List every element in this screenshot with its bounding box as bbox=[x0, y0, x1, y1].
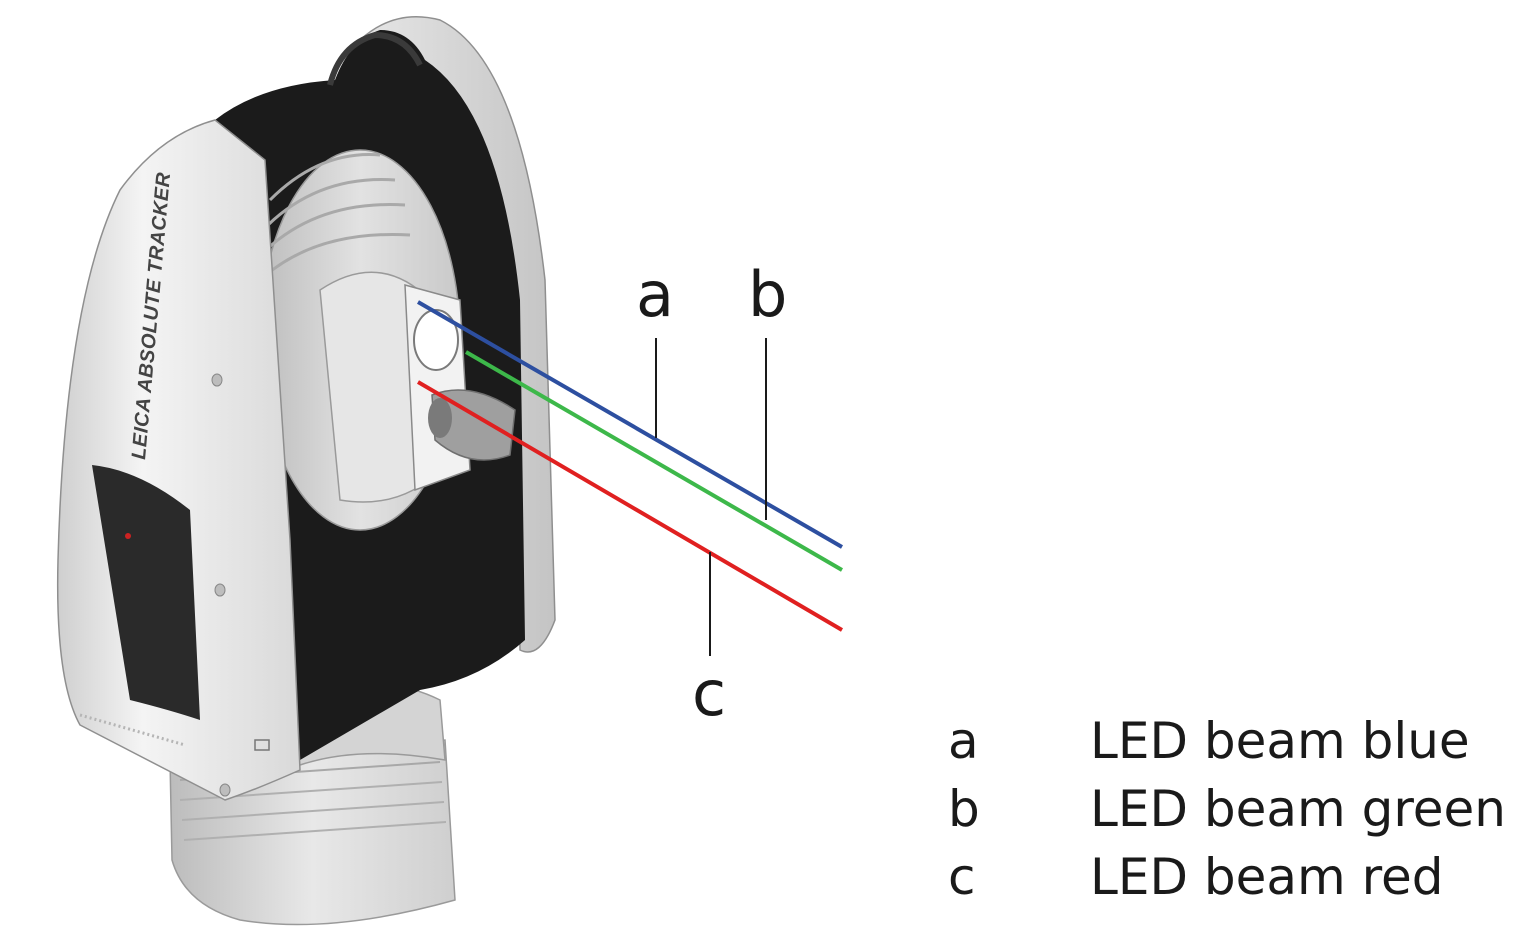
callout-leaders bbox=[655, 338, 767, 656]
legend-key: a bbox=[948, 712, 979, 770]
legend-key: b bbox=[948, 780, 980, 838]
legend: a LED beam blue b LED beam green c LED b… bbox=[948, 712, 1506, 916]
telescope-drum bbox=[259, 149, 516, 531]
legend-row: b LED beam green bbox=[948, 780, 1506, 848]
callout-a: a bbox=[636, 258, 674, 331]
callout-c: c bbox=[692, 657, 726, 730]
led-beams bbox=[416, 300, 844, 632]
beam-red-line bbox=[416, 380, 844, 632]
beam-blue-line bbox=[416, 300, 844, 549]
legend-row: a LED beam blue bbox=[948, 712, 1506, 780]
legend-key: c bbox=[948, 848, 976, 906]
legend-label: LED beam blue bbox=[1090, 712, 1470, 770]
callout-b: b bbox=[748, 258, 787, 331]
legend-label: LED beam red bbox=[1090, 848, 1444, 906]
legend-row: c LED beam red bbox=[948, 848, 1506, 916]
tracker-front-shell: LEICA ABSOLUTE TRACKER bbox=[56, 119, 301, 801]
legend-label: LED beam green bbox=[1090, 780, 1506, 838]
beam-green-line bbox=[464, 350, 844, 572]
